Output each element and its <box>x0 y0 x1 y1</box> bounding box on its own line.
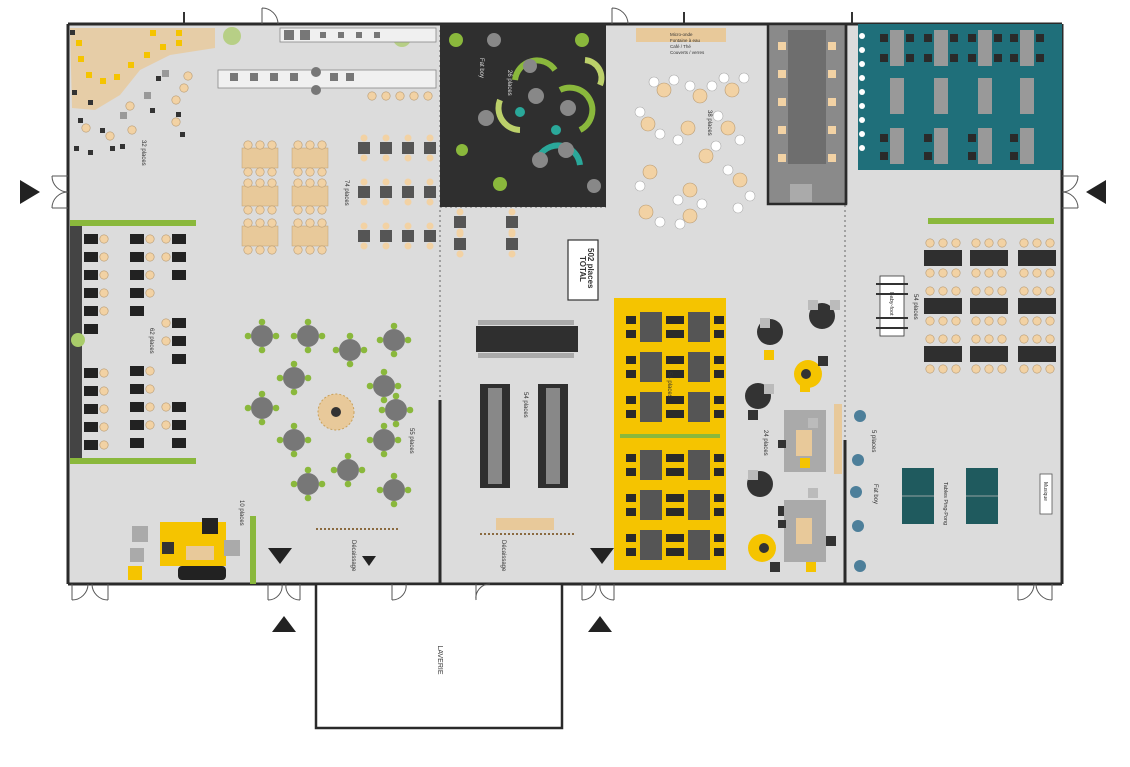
green-divider <box>620 434 720 438</box>
decaissage-label-2: Décaissage <box>500 540 506 572</box>
fatboy-label-top: Fat boy <box>478 58 484 78</box>
long-table <box>476 326 578 352</box>
lounge-24-seat <box>778 440 786 448</box>
musique-label: Musique <box>1042 482 1048 501</box>
lounge-24-seat <box>808 488 818 498</box>
meeting-chairs <box>778 42 836 162</box>
buffet-counter <box>636 28 726 42</box>
zone-24-label: 24 places <box>762 430 768 456</box>
lounge-grey-seat <box>144 92 151 99</box>
total-value: 502 places <box>586 248 595 289</box>
yellow-zone-tables <box>640 312 710 560</box>
cafe-label: Café / Thé <box>670 44 691 49</box>
triangle-arrow-icon <box>20 180 1106 632</box>
plant-icon <box>71 333 85 347</box>
long-table-seats <box>478 320 574 358</box>
music-box <box>1039 473 1053 515</box>
couverts-label: Couverts / verres <box>670 50 705 55</box>
lounge-24-armchairs <box>748 300 840 572</box>
zone-5-label: 5 places <box>870 430 876 452</box>
bench-seats <box>84 234 186 450</box>
lounge-armchair <box>130 548 144 562</box>
pingpong-label: Tables Ping-Pong <box>942 482 948 525</box>
babyfoot-label: Baby-foot <box>888 292 894 316</box>
total-title: TOTAL <box>578 256 587 282</box>
lounge-sofa <box>178 566 226 580</box>
lounge-24-seat <box>826 536 836 546</box>
green-planter <box>70 458 196 464</box>
laverie-room <box>314 582 564 730</box>
laverie-label: LAVERIE <box>436 645 443 674</box>
meeting-room-door <box>790 184 812 202</box>
green-planter <box>70 220 196 226</box>
wood-tables <box>241 147 329 247</box>
lounge-armchair <box>132 526 148 542</box>
teal-room-seats <box>880 34 1044 160</box>
lounge-24-seat <box>800 458 810 468</box>
fatboy-label: Fat boy <box>872 484 878 504</box>
lounge-armchair <box>162 542 174 554</box>
green-planter <box>250 516 256 584</box>
babyfoot-table <box>879 275 905 337</box>
fontaine-label: Fontaine à eau <box>670 38 701 43</box>
long-table-seats <box>488 388 560 484</box>
zone-74-label: 74 places <box>343 180 349 206</box>
plant-icon <box>223 27 241 45</box>
lounge-dark-seats <box>70 30 185 155</box>
zone-54b-label: 54 places <box>666 372 672 398</box>
zone-38-label: 38 places <box>706 110 712 136</box>
lounge-armchair <box>224 540 240 556</box>
zone-55-label: 55 places <box>408 428 414 454</box>
meeting-table <box>788 30 826 164</box>
lounge-yellow-seats <box>76 30 182 84</box>
door-swing-icon <box>51 7 1079 601</box>
zone-10-label: 10 places <box>238 500 244 526</box>
babyfoot-rods <box>876 283 908 329</box>
lounge-24-table <box>796 430 812 456</box>
decaissage-label-1: Décaissage <box>350 540 356 572</box>
lounge-armchair <box>202 518 218 534</box>
bookshelf <box>834 404 842 474</box>
zone-62-label: 62 places <box>148 328 154 354</box>
zone-54c-label: 54 places <box>912 294 918 320</box>
green-planter <box>928 218 1054 224</box>
lounge-24-seat <box>778 520 786 528</box>
lounge-24-table <box>796 518 812 544</box>
zone-32-label: 32 places <box>140 140 146 166</box>
yellow-zone-chairs <box>626 316 724 556</box>
micro-ondes-label: Micro-onde <box>670 32 693 37</box>
lounge-24-seat <box>808 418 818 428</box>
lounge-armchair <box>128 566 142 580</box>
teal-room-desks <box>890 30 1034 164</box>
right-zone-tables <box>924 250 1056 362</box>
center-plant <box>331 407 341 417</box>
dark-room-pods <box>449 33 605 193</box>
teal-room-lights <box>859 33 865 151</box>
fatboy-seats <box>850 410 866 572</box>
kitchen-appliances <box>230 30 380 95</box>
lounge-table <box>186 546 214 560</box>
lounge-wood-floor <box>70 28 215 110</box>
zone-54a-label: 54 places <box>522 392 528 418</box>
total-box <box>567 239 599 301</box>
lounge-grey-seat <box>120 112 127 119</box>
zone-26-label: 26 places <box>506 70 512 96</box>
counter <box>496 518 554 530</box>
lounge-grey-seat <box>162 70 169 77</box>
